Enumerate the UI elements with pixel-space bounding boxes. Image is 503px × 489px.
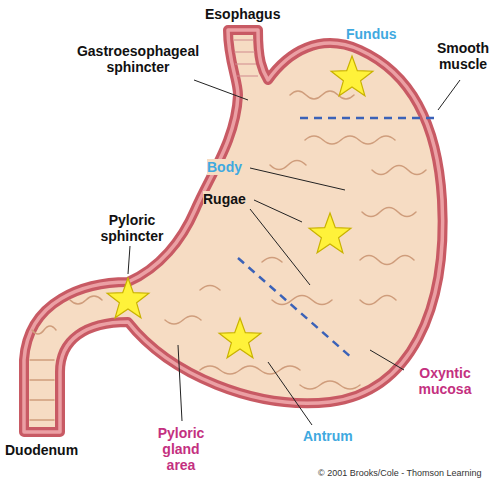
rugae-folds: [30, 91, 426, 420]
star-marker: [107, 56, 373, 358]
part-label: Smooth muscle: [428, 40, 498, 72]
part-label: Gastroesophageal sphincter: [68, 43, 208, 75]
stomach-wall: [24, 30, 443, 432]
smooth-muscle-layer: [24, 30, 443, 432]
region-label: Fundus: [346, 26, 416, 42]
region-divider: [238, 118, 440, 358]
region-label: Pyloric gland area: [150, 425, 212, 473]
part-label: Esophagus: [205, 6, 305, 22]
leader-line: [128, 80, 460, 425]
copyright-note: © 2001 Brooks/Cole - Thomson Learning: [318, 468, 500, 479]
part-label: Pyloric sphincter: [92, 212, 172, 244]
region-label: Oxyntic mucosa: [400, 365, 490, 397]
esophagus-folds: [234, 40, 258, 76]
part-label: Rugae: [203, 191, 251, 207]
region-label: Body: [207, 159, 249, 175]
region-label: Antrum: [303, 428, 373, 444]
part-label: Duodenum: [5, 442, 95, 458]
